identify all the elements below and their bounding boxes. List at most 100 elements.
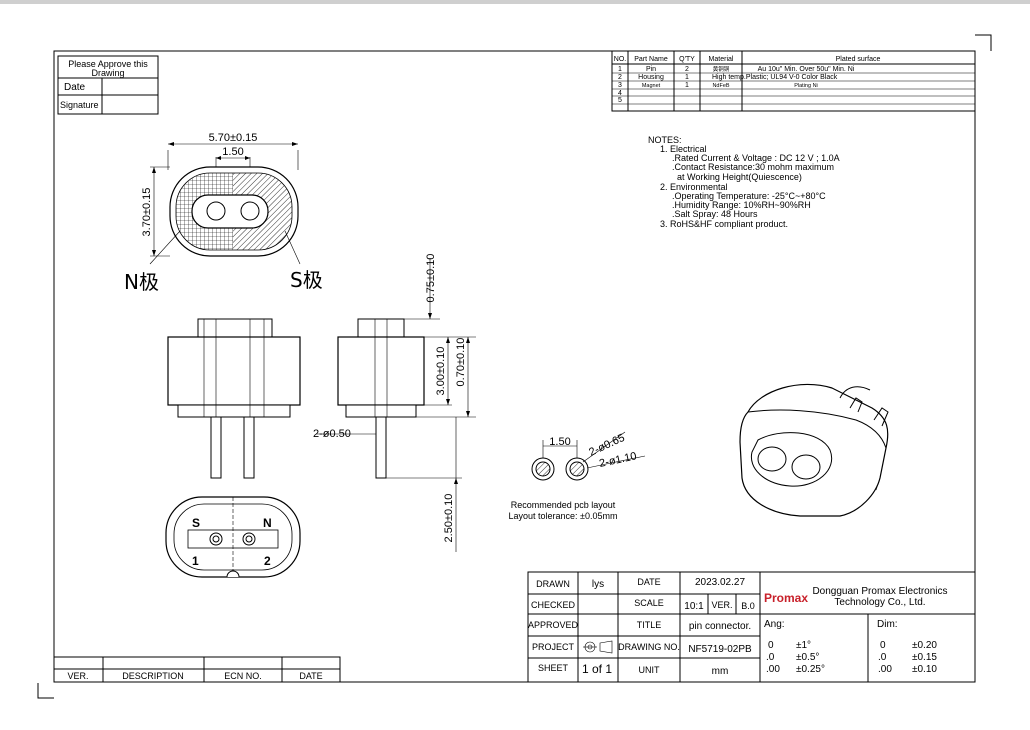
corner-mark-bottom-left — [37, 683, 54, 699]
tb-dim-label: Dim: — [877, 619, 898, 630]
pcb-layout: 1.50 2-ø0.65 2-ø1.10 Recommended pcb lay… — [509, 431, 646, 521]
bom-header-qty: Q'TY — [679, 56, 695, 63]
projection-symbol-icon — [583, 640, 613, 654]
dim-body-h: 3.00±0.10 — [435, 347, 447, 396]
dim-pin-len: 2.50±0.10 — [443, 494, 455, 543]
bottom-view: S N 1 2 — [165, 496, 301, 578]
company-name-1: Dongguan Promax Electronics — [812, 586, 947, 597]
tb-drawing-no-label: DRAWING NO. — [618, 642, 680, 652]
dim-top-proj: 0.75±0.10 — [425, 254, 437, 303]
bom-cell: 3 — [618, 82, 622, 89]
tb-drawn-label: DRAWN — [536, 579, 570, 589]
title-block: DRAWN lys DATE 2023.02.27 CHECKED SCALE … — [527, 571, 976, 683]
tb-ang-cell: ±1° — [796, 640, 811, 651]
tb-unit-value: mm — [712, 666, 729, 677]
bom-header-part: Part Name — [634, 56, 668, 63]
label-s-pole: S极 — [290, 268, 323, 292]
rev-header-ver: VER. — [67, 671, 88, 681]
bom-cell: 2 — [685, 66, 689, 73]
tb-dim-cell: 0 — [880, 640, 886, 651]
dim-pcb-pitch: 1.50 — [549, 436, 570, 448]
bom-header-material: Material — [709, 56, 734, 63]
rev-header-date: DATE — [299, 671, 322, 681]
dim-pitch: 1.50 — [222, 146, 243, 158]
bom-cell: Pin — [646, 66, 656, 73]
isometric-view — [739, 383, 889, 517]
tb-ang-cell: .0 — [766, 652, 775, 663]
bom-cell: High temp.Plastic; UL94 V-0 Color Black — [712, 74, 838, 81]
note-line: .Operating Temperature: -25°C~+80°C — [672, 191, 826, 201]
drawing-frame — [53, 50, 976, 683]
note-line: .Contact Resistance:30 mohm maximum — [672, 162, 834, 172]
tb-title-value: pin connector. — [689, 621, 751, 632]
notes-title: NOTES: — [648, 135, 682, 145]
tb-dim-cell: .00 — [878, 664, 892, 675]
tb-sheet-value: 1 of 1 — [582, 662, 612, 676]
dim-pcb-d2: 2-ø1.10 — [598, 450, 638, 470]
bom-cell: Housing — [638, 74, 664, 81]
label-n-pole: N极 — [124, 270, 159, 294]
tb-ang-label: Ang: — [764, 619, 785, 630]
bottom-label-2: 2 — [264, 554, 271, 568]
bom-header-no: NO. — [614, 56, 627, 63]
bom-cell: Plating Ni — [794, 83, 818, 89]
note-line: 1. Electrical — [660, 144, 707, 154]
tb-scale-label: SCALE — [634, 598, 664, 608]
dim-total-h: 0.70±0.10 — [455, 338, 467, 387]
note-line: 3. RoHS&HF compliant product. — [660, 219, 788, 229]
tb-checked-label: CHECKED — [531, 600, 576, 610]
tb-project-label: PROJECT — [532, 642, 575, 652]
tb-dim-cell: .0 — [878, 652, 887, 663]
rev-header-desc: DESCRIPTION — [122, 671, 184, 681]
top-view: 5.70±0.15 1.50 3.70±0.15 N极 S极 — [124, 132, 323, 294]
window-top-edge — [0, 0, 1030, 4]
note-line: 2. Environmental — [660, 182, 728, 192]
side-view: 0.75±0.10 3.00±0.10 0.70±0.10 2-ø0.50 2.… — [313, 254, 476, 552]
tb-dim-cell: ±0.10 — [912, 664, 937, 675]
tb-title-label: TITLE — [637, 620, 662, 630]
approval-box: Please Approve this Drawing Date Signatu… — [57, 55, 159, 115]
front-view — [167, 318, 301, 479]
tb-drawing-no-value: NF5719-02PB — [688, 644, 752, 655]
pcb-caption-1: Recommended pcb layout — [511, 500, 616, 510]
dim-pin-dia: 2-ø0.50 — [313, 428, 351, 440]
tb-ang-cell: ±0.5° — [796, 652, 819, 663]
tb-approved-label: APPROVED — [528, 620, 579, 630]
corner-mark-top-right — [975, 34, 992, 51]
bom-cell: 5 — [618, 97, 622, 104]
bom-cell: Au 10u" Min. Over 50u" Min. Ni — [758, 66, 855, 73]
bom-cell: 4 — [618, 90, 622, 97]
approve-title-2: Drawing — [91, 68, 124, 78]
rev-header-ecn: ECN NO. — [224, 671, 262, 681]
note-line: at Working Height(Quiescence) — [677, 172, 802, 182]
tb-date-value: 2023.02.27 — [695, 577, 745, 588]
tb-ver-label: VER. — [711, 600, 732, 610]
bottom-label-1: 1 — [192, 554, 199, 568]
bom-cell: 2 — [618, 74, 622, 81]
bom-cell: Magnet — [642, 83, 661, 89]
bom-header-plated: Plated surface — [836, 56, 881, 63]
tb-scale-value: 10:1 — [684, 601, 704, 612]
note-line: .Humidity Range: 10%RH~90%RH — [672, 200, 811, 210]
bottom-label-s: S — [192, 516, 200, 530]
approve-date-label: Date — [64, 82, 86, 93]
tb-date-label: DATE — [637, 577, 660, 587]
tb-ang-cell: ±0.25° — [796, 664, 825, 675]
tb-drawn-value: lys — [592, 579, 604, 590]
note-line: .Salt Spray: 48 Hours — [672, 209, 758, 219]
approve-signature-label: Signature — [60, 100, 99, 110]
bom-cell: 1 — [618, 66, 622, 73]
tb-sheet-label: SHEET — [538, 663, 569, 673]
bom-table: NO. Part Name Q'TY Material Plated surfa… — [611, 50, 976, 112]
tb-ang-cell: 0 — [768, 640, 774, 651]
note-line: .Rated Current & Voltage : DC 12 V ; 1.0… — [672, 153, 840, 163]
pcb-caption-2: Layout tolerance: ±0.05mm — [509, 511, 618, 521]
company-logo: Promax — [764, 591, 808, 605]
company-name-2: Technology Co., Ltd. — [834, 597, 925, 608]
bom-cell: 1 — [685, 82, 689, 89]
bom-cell: NdFeB — [712, 83, 729, 89]
tb-ang-cell: .00 — [766, 664, 780, 675]
bom-cell: 黄铜铜 — [713, 65, 730, 73]
notes-block: NOTES: 1. Electrical .Rated Current & Vo… — [648, 135, 840, 229]
